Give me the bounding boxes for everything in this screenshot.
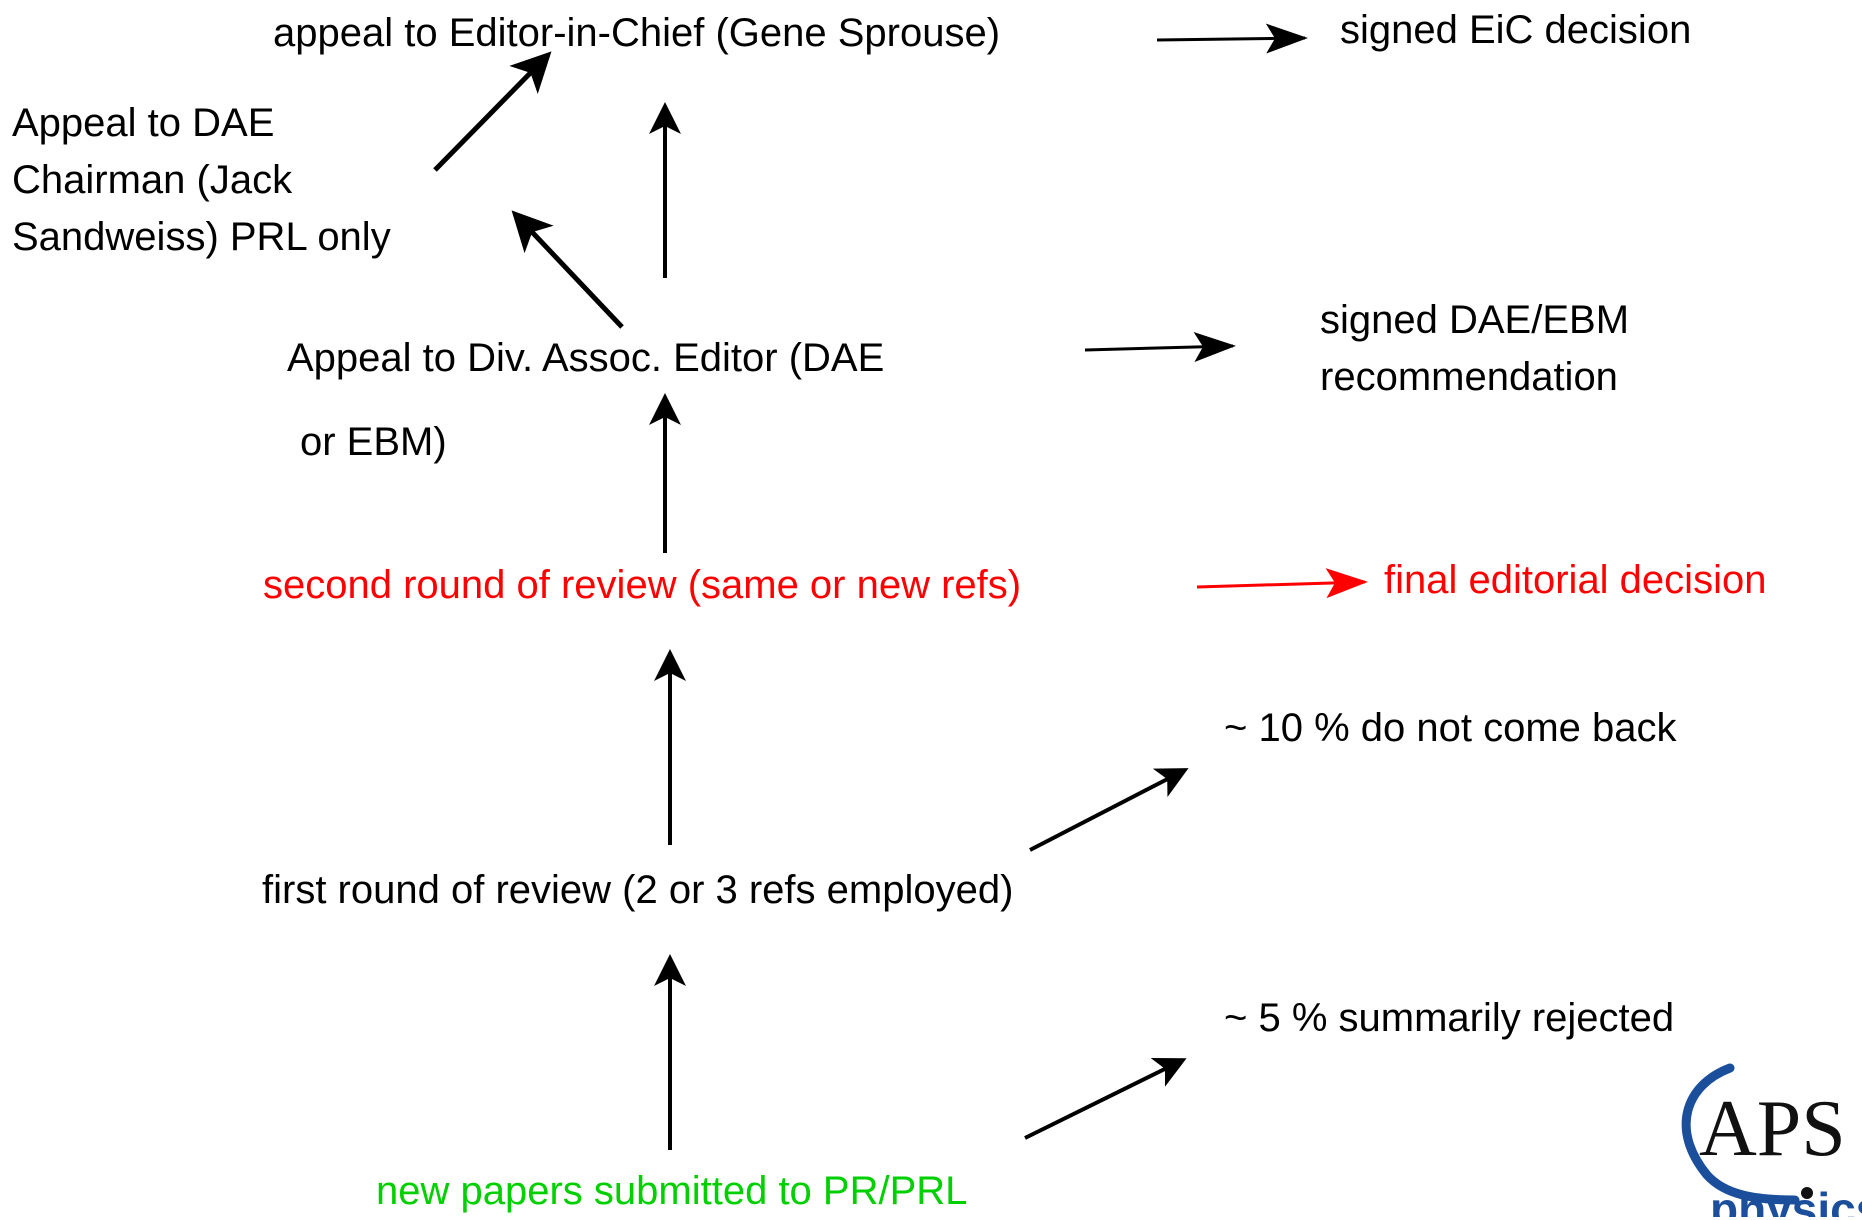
first-round-label: first round of review (2 or 3 refs emplo… — [262, 868, 1014, 912]
aps-logo-swoosh — [1681, 1063, 1800, 1205]
eic-appeal-label: appeal to Editor-in-Chief (Gene Sprouse) — [273, 11, 1001, 55]
arrow-first-to-noreturn — [1029, 768, 1189, 852]
final-decision-label: final editorial decision — [1384, 558, 1767, 602]
aps-logo-dot — [1801, 1187, 1813, 1199]
aps-physics-logo: APS physics — [1655, 1060, 1862, 1217]
aps-logo-letters: APS — [1699, 1085, 1846, 1173]
arrow-assoc-to-recommendation — [1084, 332, 1236, 363]
summary-reject-label: ~ 5 % summarily rejected — [1224, 996, 1675, 1040]
aps-logo-graphic: APS physics — [1681, 1063, 1862, 1217]
new-papers-label: new papers submitted to PR/PRL — [376, 1169, 968, 1213]
dae-recommendation-line1: signed DAE/EBM — [1320, 298, 1630, 342]
arrow-new-to-rejected — [1024, 1058, 1187, 1140]
arrow-second-to-final — [1196, 568, 1368, 599]
eic-decision-label: signed EiC decision — [1340, 8, 1692, 52]
div-assoc-editor-line2: or EBM) — [300, 420, 447, 464]
dae-recommendation-label: signed DAE/EBM recommendation — [1320, 292, 1629, 406]
aps-logo-word: physics — [1710, 1183, 1862, 1217]
arrow-chairman-to-eic — [433, 51, 552, 172]
arrow-eic-to-decision — [1156, 23, 1308, 54]
dae-chairman-line2: Chairman (Jack — [12, 158, 293, 202]
no-return-label: ~ 10 % do not come back — [1224, 706, 1677, 750]
div-assoc-editor-line1: Appeal to Div. Assoc. Editor (DAE — [287, 336, 885, 380]
dae-chairman-line3: Sandweiss) PRL only — [12, 215, 391, 259]
dae-chairman-label: Appeal to DAE Chairman (Jack Sandweiss) … — [12, 95, 391, 266]
dae-recommendation-line2: recommendation — [1320, 355, 1618, 399]
arrow-assoc-to-chairman — [511, 210, 624, 329]
dae-chairman-line1: Appeal to DAE — [12, 101, 275, 145]
second-round-label: second round of review (same or new refs… — [263, 563, 1022, 607]
